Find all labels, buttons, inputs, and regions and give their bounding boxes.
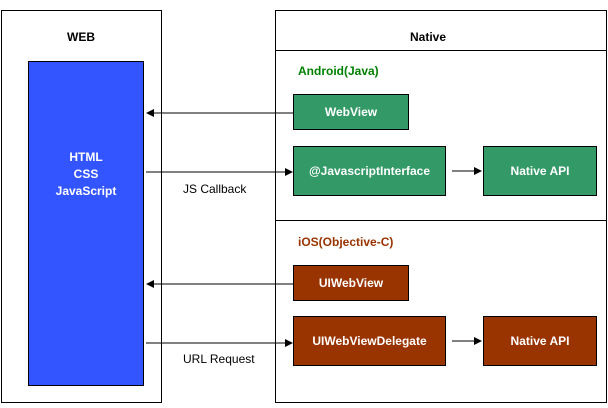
web-line-css: CSS: [73, 167, 99, 181]
web-title: WEB: [67, 30, 95, 44]
ios-uiwebview-box: UIWebView: [293, 265, 409, 301]
ios-uiwebviewdelegate-box: UIWebViewDelegate: [293, 316, 446, 366]
ios-heading: iOS(Objective-C): [298, 235, 394, 249]
android-native-api-box: Native API: [483, 146, 597, 196]
native-section-divider: [275, 220, 607, 221]
android-javascript-interface-box: @JavascriptInterface: [293, 146, 446, 196]
js-callback-label: JS Callback: [183, 182, 247, 196]
web-line-javascript: JavaScript: [55, 184, 117, 198]
web-block: HTML CSS JavaScript: [28, 61, 144, 386]
native-title: Native: [410, 30, 447, 44]
ios-native-api-box: Native API: [483, 316, 597, 366]
native-header-divider: [275, 50, 607, 51]
web-line-html: HTML: [69, 150, 103, 164]
url-request-label: URL Request: [183, 352, 255, 366]
android-webview-box: WebView: [293, 94, 409, 130]
android-heading: Android(Java): [298, 64, 379, 78]
